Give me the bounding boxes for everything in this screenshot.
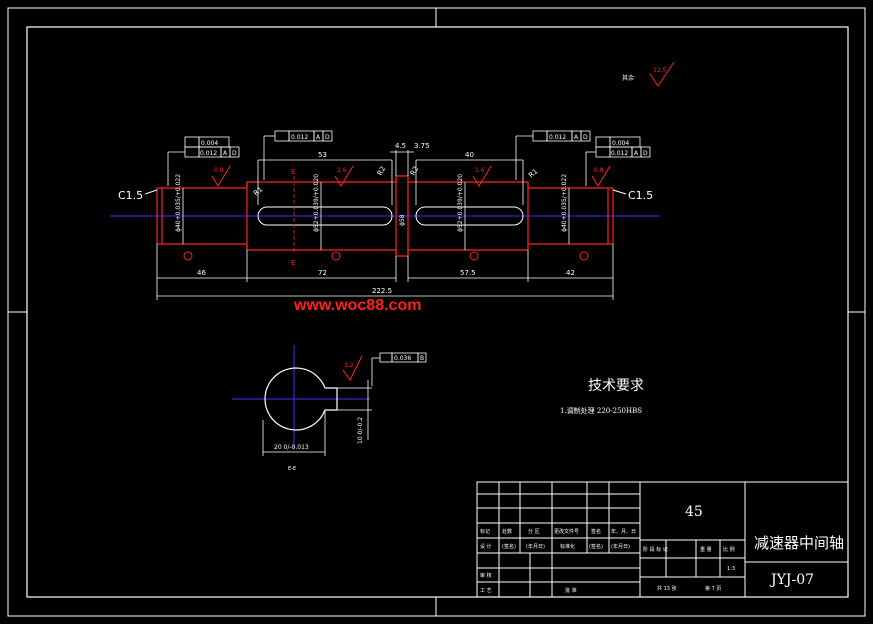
roughness-note-label: 其余 [622, 74, 634, 82]
section-e-top: E [291, 168, 295, 176]
fcf-right-mid-datum-a: A [574, 134, 579, 141]
dim-key-right-length: 40 [465, 151, 474, 159]
section-rough-value: 3.2 [344, 362, 354, 369]
fcf-mid-left-value: 0.012 [291, 134, 308, 141]
tb-label-approve: 批 准 [565, 587, 577, 594]
dim-shoulder-diameter: ϕ58 [399, 214, 406, 226]
fcf-mid-left-datum-d: D [325, 134, 330, 141]
fcf-section-value: 0.036 [394, 355, 411, 362]
tb-label-design-date: (年月日) [526, 543, 545, 550]
tb-label-date: 年、月、日 [611, 528, 636, 535]
tb-sheet-number: 第 7 页 [705, 585, 721, 592]
bottom-dimension-lines [156, 244, 614, 300]
keyways [257, 206, 524, 226]
dim-diameter-left: ϕ40+0.035/+0.022 [175, 174, 182, 232]
fcf-right: 0.004 0.012 A D [585, 136, 651, 186]
dim-segment-left: 46 [197, 269, 206, 277]
fcf-section-datum-b: B [420, 355, 424, 362]
rough-value-3: 1.6 [475, 167, 485, 174]
inner-frame [26, 26, 849, 598]
fillet-c1-label: R2 [376, 165, 388, 177]
section-e-bottom: E [291, 259, 295, 267]
fcf-mid-left-datum-a: A [316, 134, 321, 141]
shaft-outline [156, 175, 614, 257]
dim-segment-mid-left: 72 [318, 269, 327, 277]
shaft-roughness-symbols [211, 165, 611, 187]
frame-center-marks [8, 8, 865, 616]
tb-label-design: 设 计 [480, 543, 492, 550]
datum-markers [183, 251, 589, 261]
dim-diameter-key-left: ϕ52+0.039/+0.020 [313, 174, 320, 232]
section-width-dim: 20 0/-0.013 [274, 444, 309, 451]
section-view: 20 0/-0.013 10 0/-0.2 E-E 3.2 0.036 B [232, 345, 427, 472]
diameter-dim-lines [182, 182, 570, 250]
fcf-left-value-1: 0.004 [201, 140, 218, 147]
watermark-text: www.woc88.com [293, 297, 421, 314]
tb-label-sign: 签名 [591, 528, 601, 535]
tb-sheet-total: 共 13 张 [657, 585, 677, 592]
fcf-right-value-1: 0.004 [612, 140, 629, 147]
title-block-title: 减速器中间轴 [754, 534, 844, 552]
fcf-right-mid: 0.012 A D [515, 130, 591, 180]
tech-req-item: 1.调制处理 220-250HBS [560, 406, 642, 415]
dim-groove-a: 4.5 [395, 142, 406, 150]
keyway-right [415, 206, 524, 226]
fcf-right-mid-datum-d: D [583, 134, 588, 141]
top-dimension-lines [257, 150, 524, 205]
tb-label-process: 工 艺 [480, 588, 492, 594]
roughness-note: 其余 12.5 [622, 61, 675, 87]
tb-label-design-sign: (签名) [502, 543, 516, 550]
fcf-left: 0.004 0.012 A D [167, 136, 240, 186]
dim-overall-length: 222.5 [372, 287, 392, 295]
title-block-grid [476, 481, 849, 598]
rough-value-4: 0.8 [594, 167, 604, 174]
dim-diameter-key-right: ϕ52+0.039/+0.020 [457, 174, 464, 232]
chamfer-left-label: C1.5 [118, 189, 143, 202]
fcf-right-mid-value: 0.012 [549, 134, 566, 141]
tb-label-standard-sign: (签名) [589, 543, 603, 550]
title-block-code: JYJ-07 [769, 572, 814, 588]
tb-scale-value: 1:3 [727, 566, 735, 572]
fcf-mid-left: 0.012 A D [263, 130, 333, 180]
tb-label-count: 处数 [502, 528, 512, 535]
section-view-label: E-E [288, 466, 296, 472]
dim-diameter-right: ϕ40+0.035/+0.022 [561, 174, 568, 232]
dim-segment-mid-right: 57.5 [460, 269, 476, 277]
tb-label-change-doc: 更改文件号 [554, 528, 579, 535]
fcf-left-datum-d: D [232, 150, 237, 157]
keyway-left [257, 206, 393, 226]
fillet-right-label: R1 [527, 167, 539, 179]
tb-label-zone: 分 区 [528, 528, 540, 535]
tb-label-scale: 比 例 [723, 546, 735, 553]
tb-label-review: 审 核 [480, 572, 492, 579]
fcf-right-datum-d: D [643, 150, 648, 157]
tech-req-title: 技术要求 [588, 378, 644, 394]
fcf-right-value-2: 0.012 [611, 150, 628, 157]
section-depth-dim: 10 0/-0.2 [357, 417, 364, 444]
rough-value-1: 0.8 [214, 167, 224, 174]
tb-label-standard-date: (年月日) [611, 543, 630, 550]
outer-frame [7, 7, 866, 617]
fcf-left-datum-a: A [223, 150, 228, 157]
rough-value-2: 1.6 [337, 167, 347, 174]
tb-label-mark: 标记 [480, 528, 490, 535]
tb-label-weight: 重 量 [700, 546, 712, 553]
tb-label-standard: 标准化 [560, 543, 575, 550]
tb-label-stage: 阶 段 标 记 [643, 546, 668, 553]
dim-segment-right: 42 [566, 269, 575, 277]
dim-key-left-length: 53 [318, 151, 327, 159]
dim-groove-b: 3.75 [414, 142, 430, 150]
roughness-symbol-icon [649, 61, 675, 87]
fcf-left-value-2: 0.012 [200, 150, 217, 157]
title-block-material: 45 [685, 504, 703, 520]
fillet-c2-label: R2 [409, 165, 421, 177]
fcf-right-datum-a: A [634, 150, 639, 157]
roughness-note-value: 12.5 [653, 67, 667, 74]
chamfer-right-label: C1.5 [628, 189, 653, 202]
